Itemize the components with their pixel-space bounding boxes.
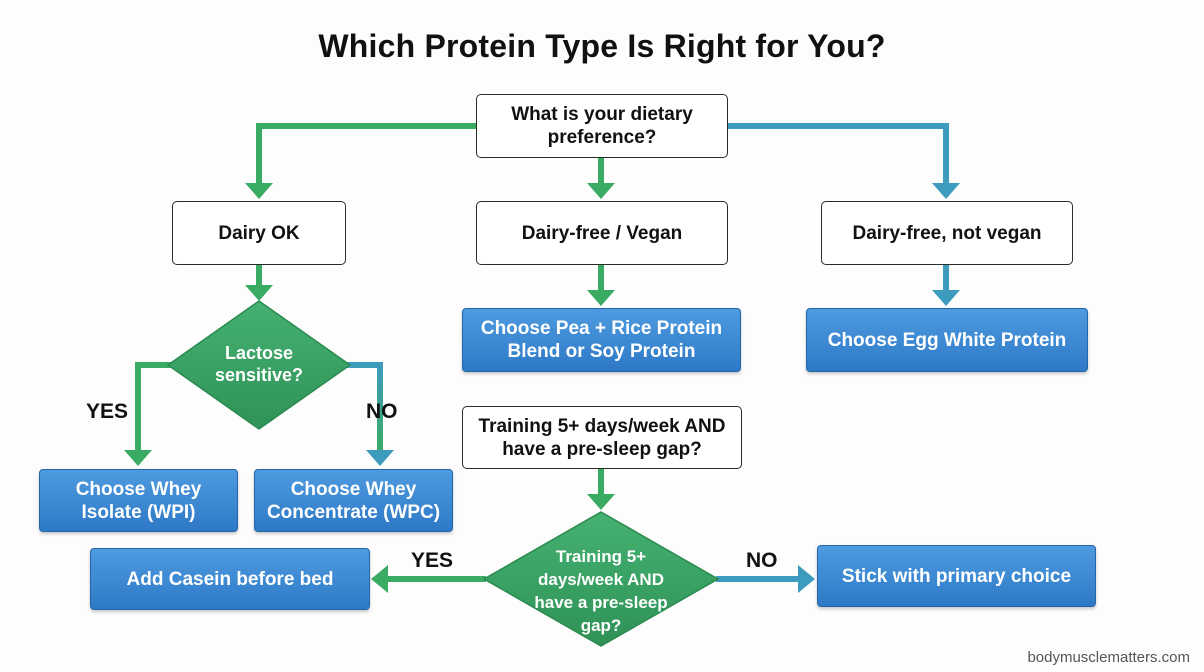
lactose-diamond: [166, 300, 352, 430]
dairy-free-not-vegan-box: Dairy-free, not vegan: [821, 201, 1073, 265]
site-watermark: bodymusclematters.com: [1027, 649, 1190, 666]
stick-with-primary-result: Stick with primary choice: [817, 545, 1096, 607]
casein-result: Add Casein before bed: [90, 548, 370, 610]
arrowhead-lactose-no: [366, 450, 394, 466]
connector-lactose-no: [346, 362, 383, 452]
connector-to-dairy-ok: [256, 123, 476, 185]
lactose-diamond-text: Lactose sensitive?: [214, 343, 304, 385]
arrowhead-training-yes: [371, 565, 388, 593]
arrowhead-lactose: [245, 285, 273, 301]
training-no-label: NO: [746, 549, 778, 572]
training-diamond: [482, 511, 720, 647]
arrowhead-egg-white: [932, 290, 960, 306]
training-yes-label: YES: [411, 549, 454, 572]
dairy-ok-box: Dairy OK: [172, 201, 346, 265]
arrowhead-dairy-free-vegan: [587, 183, 615, 199]
arrowhead-dairy-free-not-vegan: [932, 183, 960, 199]
whey-isolate-result: Choose Whey Isolate (WPI): [39, 469, 238, 532]
dairy-free-vegan-box: Dairy-free / Vegan: [476, 201, 728, 265]
page-title: Which Protein Type Is Right for You?: [318, 28, 886, 64]
arrowhead-lactose-yes: [124, 450, 152, 466]
training-question-box: Training 5+ days/week AND have a pre-sle…: [462, 406, 742, 469]
arrowhead-training-diamond: [587, 494, 615, 510]
connector-to-dairy-free-not-vegan: [728, 123, 949, 185]
connector-lactose-yes: [135, 362, 172, 452]
arrowhead-dairy-ok: [245, 183, 273, 199]
dietary-preference-question: What is your dietary preference?: [476, 94, 728, 158]
whey-concentrate-result: Choose Whey Concentrate (WPC): [254, 469, 453, 532]
arrowhead-training-no: [798, 565, 815, 593]
training-diamond-text: Training 5+ days/week AND have a pre-sle…: [534, 547, 668, 635]
arrowhead-pea-rice: [587, 290, 615, 306]
egg-white-result: Choose Egg White Protein: [806, 308, 1088, 372]
pea-rice-result: Choose Pea + Rice Protein Blend or Soy P…: [462, 308, 741, 372]
lactose-yes-label: YES: [86, 400, 129, 423]
lactose-no-label: NO: [366, 400, 398, 423]
